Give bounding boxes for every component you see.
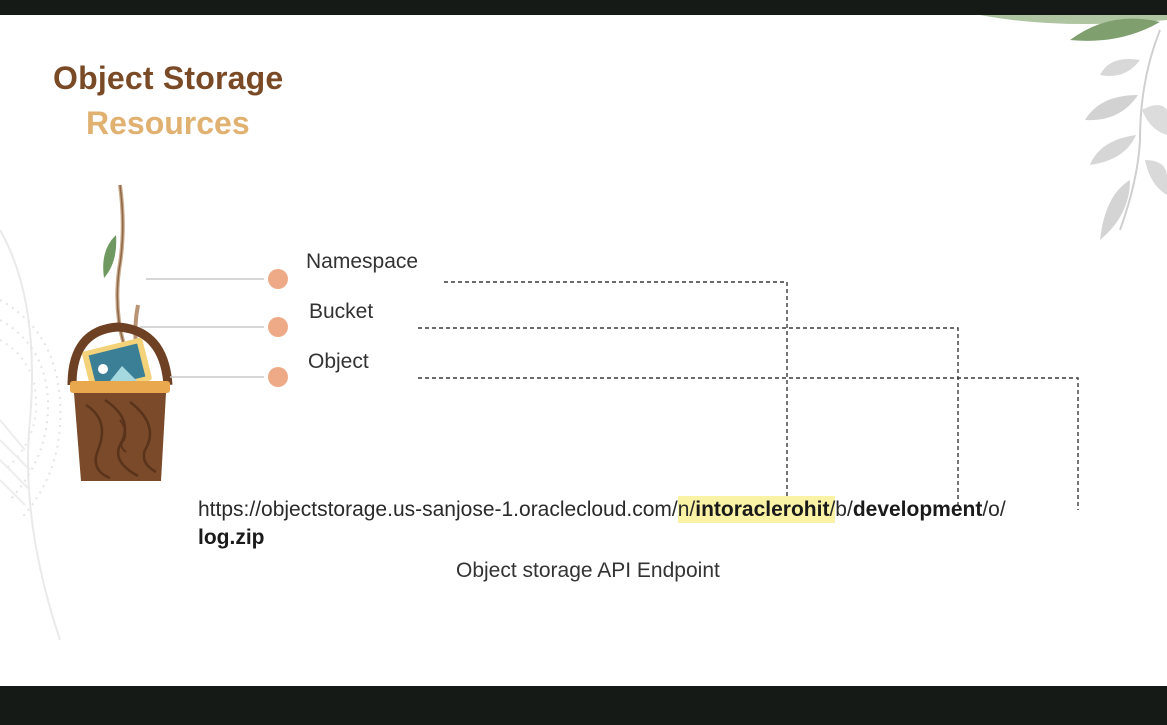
namespace-highlight: n/intoraclerohit/ [677,496,836,523]
bottom-letterbox-bar [0,686,1167,725]
left-decoration-icon [0,229,62,641]
namespace-bullet [268,269,288,289]
url-n-segment: n/ [677,498,696,521]
leaf-decoration-icon [980,15,1167,240]
endpoint-url: https://objectstorage.us-sanjose-1.oracl… [198,496,1098,552]
url-o-segment: /o/ [982,498,1006,521]
namespace-label: Namespace [306,250,419,273]
url-object-value: log.zip [198,526,265,549]
object-label: Object [308,350,369,373]
url-prefix: https://objectstorage.us-sanjose-1.oracl… [198,498,678,521]
url-namespace-value: intoraclerohit [695,498,830,521]
bucket-label: Bucket [309,300,374,323]
object-dashed-link [418,377,1079,510]
endpoint-caption: Object storage API Endpoint [456,559,720,582]
bucket-dashed-link [418,327,959,510]
slide [0,15,1167,686]
bucket-bullet [268,317,288,337]
basket-icon [67,184,173,481]
namespace-dashed-link [444,281,788,510]
connector-lines [140,278,264,378]
top-letterbox-bar [0,0,1167,15]
slide-title: Object Storage [53,60,284,96]
url-bucket-value: development [852,498,983,521]
url-slash: / [829,498,836,521]
url-b-segment: b/ [835,498,853,521]
slide-subtitle: Resources [86,105,250,141]
object-bullet [268,367,288,387]
